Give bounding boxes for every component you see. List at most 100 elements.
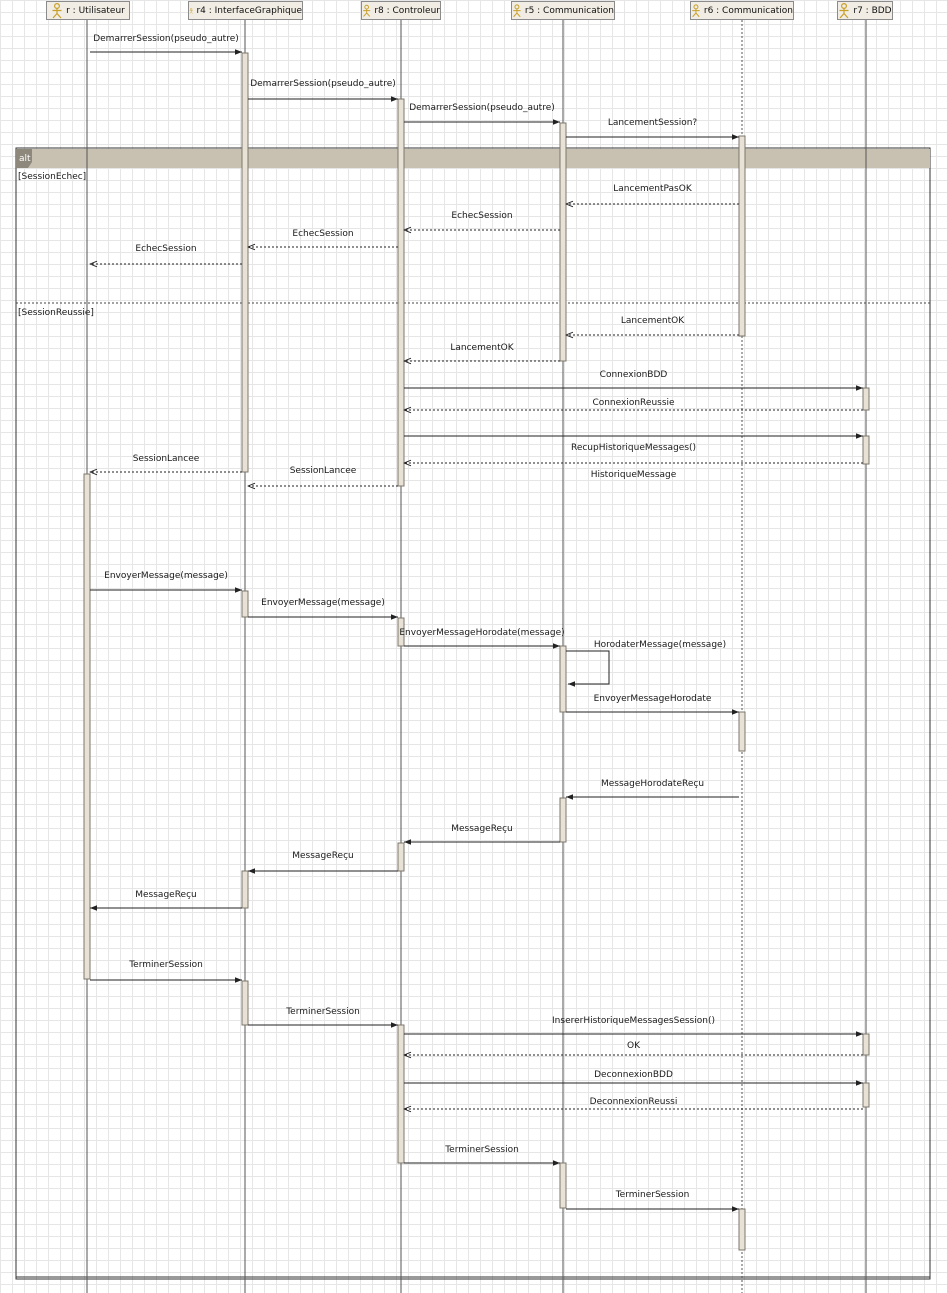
message[interactable]: DemarrerSession(pseudo_autre) xyxy=(248,79,398,102)
activation-bar-gui xyxy=(241,980,249,1026)
message[interactable]: DemarrerSession(pseudo_autre) xyxy=(404,103,560,125)
message[interactable]: EchecSession xyxy=(248,229,398,247)
message-label: EnvoyerMessageHorodate xyxy=(594,694,712,704)
message-label: InsererHistoriqueMessagesSession() xyxy=(552,1016,715,1026)
actor-icon xyxy=(692,3,700,17)
message[interactable]: EnvoyerMessageHorodate xyxy=(566,694,739,715)
message-label: EnvoyerMessage(message) xyxy=(104,571,228,581)
fragment-operator-tab xyxy=(16,149,32,168)
message[interactable]: SessionLancee xyxy=(90,454,242,472)
message[interactable]: LancementSession? xyxy=(566,118,739,140)
message-label: DemarrerSession(pseudo_autre) xyxy=(409,103,555,113)
message-label: DeconnexionReussi xyxy=(590,1097,678,1107)
message-label: EchecSession xyxy=(451,211,512,221)
message-label: LancementSession? xyxy=(608,118,698,128)
message[interactable]: EnvoyerMessage(message) xyxy=(90,571,242,593)
message[interactable]: MessageReçu xyxy=(404,824,560,845)
message-label: HistoriqueMessage xyxy=(591,470,677,480)
message-label: EchecSession xyxy=(292,229,353,239)
lifeline-header-bdd[interactable]: r7 : BDD xyxy=(837,1,893,20)
message[interactable]: DeconnexionReussi xyxy=(404,1097,863,1109)
message[interactable]: MessageReçu xyxy=(248,851,398,874)
message-label: TerminerSession xyxy=(615,1190,690,1200)
message-label: HorodaterMessage(message) xyxy=(594,640,726,650)
lifeline-label: r : Utilisateur xyxy=(66,5,125,16)
message[interactable]: SessionLancee xyxy=(248,466,398,486)
message[interactable]: DemarrerSession(pseudo_autre) xyxy=(90,34,242,55)
lifeline-header-gui[interactable]: r4 : InterfaceGraphique xyxy=(188,1,303,20)
activation-bar-bdd xyxy=(862,1082,870,1108)
lifeline-header-user[interactable]: r : Utilisateur xyxy=(46,1,130,20)
message[interactable]: TerminerSession xyxy=(90,960,242,983)
message[interactable]: OK xyxy=(404,1041,863,1055)
message[interactable]: EnvoyerMessage(message) xyxy=(248,598,398,620)
activation-bar-user xyxy=(83,473,91,980)
activation-bar-ctrl xyxy=(397,98,405,487)
actor-icon xyxy=(363,4,371,17)
message[interactable]: RecupHistoriqueMessages() xyxy=(404,433,863,453)
message-label: EnvoyerMessage(message) xyxy=(261,598,385,608)
activation-bar-bdd xyxy=(862,435,870,465)
message-label: TerminerSession xyxy=(285,1007,360,1017)
message[interactable]: TerminerSession xyxy=(404,1145,560,1166)
activation-bar-bdd xyxy=(862,387,870,411)
alt-fragment-frame xyxy=(15,147,931,1280)
message-label: LancementOK xyxy=(450,343,514,353)
activation-bar-com5 xyxy=(559,1162,567,1209)
message[interactable]: TerminerSession xyxy=(248,1007,398,1028)
message[interactable]: MessageHorodateReçu xyxy=(566,779,739,800)
message-label: RecupHistoriqueMessages() xyxy=(571,443,696,453)
message[interactable]: HistoriqueMessage xyxy=(404,463,863,480)
activation-bar-com6 xyxy=(738,1208,746,1251)
message-label: SessionLancee xyxy=(290,466,357,476)
lifeline-header-com6[interactable]: r6 : Communication xyxy=(690,1,794,20)
lifeline-header-ctrl[interactable]: r8 : Controleur xyxy=(361,1,441,20)
message-label: SessionLancee xyxy=(133,454,200,464)
message-label: LancementPasOK xyxy=(613,184,693,194)
message[interactable]: MessageReçu xyxy=(90,890,242,911)
lifeline-label: r6 : Communication xyxy=(703,5,793,16)
message-label: MessageReçu xyxy=(451,824,512,834)
message-label: EnvoyerMessageHorodate(message) xyxy=(399,628,564,638)
message-label: DemarrerSession(pseudo_autre) xyxy=(250,79,396,89)
activation-bar-com5 xyxy=(559,645,567,713)
message-label: TerminerSession xyxy=(128,960,203,970)
fragment-operator: alt xyxy=(19,154,31,164)
message[interactable]: ConnexionBDD xyxy=(404,370,863,391)
lifeline-label: r7 : BDD xyxy=(853,5,892,16)
message[interactable]: EchecSession xyxy=(90,244,242,264)
message-label: DeconnexionBDD xyxy=(594,1070,673,1080)
message[interactable]: EchecSession xyxy=(404,211,560,230)
message[interactable]: InsererHistoriqueMessagesSession() xyxy=(404,1016,863,1037)
activation-bar-com6 xyxy=(738,711,746,752)
actor-icon xyxy=(52,2,62,18)
message[interactable]: ConnexionReussie xyxy=(404,398,863,410)
activation-bar-com6 xyxy=(738,135,746,337)
message[interactable]: LancementOK xyxy=(566,316,739,335)
guard-condition: [SessionReussie] xyxy=(18,308,94,318)
actor-icon xyxy=(839,2,849,18)
activation-bar-com5 xyxy=(559,797,567,843)
message[interactable]: HorodaterMessage(message) xyxy=(566,640,726,687)
message-arrow[interactable] xyxy=(566,650,610,687)
activation-bar-com5 xyxy=(559,122,567,362)
message-label: MessageHorodateReçu xyxy=(601,779,704,789)
activation-bar-gui xyxy=(241,870,249,909)
message[interactable]: LancementOK xyxy=(404,343,560,361)
lifeline-header-com5[interactable]: r5 : Communication xyxy=(511,1,615,20)
activation-bar-ctrl xyxy=(397,617,405,647)
activation-bar-bdd xyxy=(862,1033,870,1056)
message[interactable]: TerminerSession xyxy=(566,1190,739,1212)
message[interactable]: LancementPasOK xyxy=(566,184,739,204)
lifeline-label: r8 : Controleur xyxy=(374,5,440,16)
message[interactable]: DeconnexionBDD xyxy=(404,1070,863,1086)
lifeline-label: r4 : InterfaceGraphique xyxy=(196,5,302,16)
guard-condition: [SessionEchec] xyxy=(18,172,86,182)
message[interactable]: EnvoyerMessageHorodate(message) xyxy=(399,628,565,649)
activation-bar-ctrl xyxy=(397,842,405,872)
message-label: OK xyxy=(627,1041,641,1051)
activation-bar-gui xyxy=(241,590,249,618)
message-label: LancementOK xyxy=(621,316,685,326)
message-label: ConnexionBDD xyxy=(600,370,668,380)
actor-icon xyxy=(513,3,521,17)
